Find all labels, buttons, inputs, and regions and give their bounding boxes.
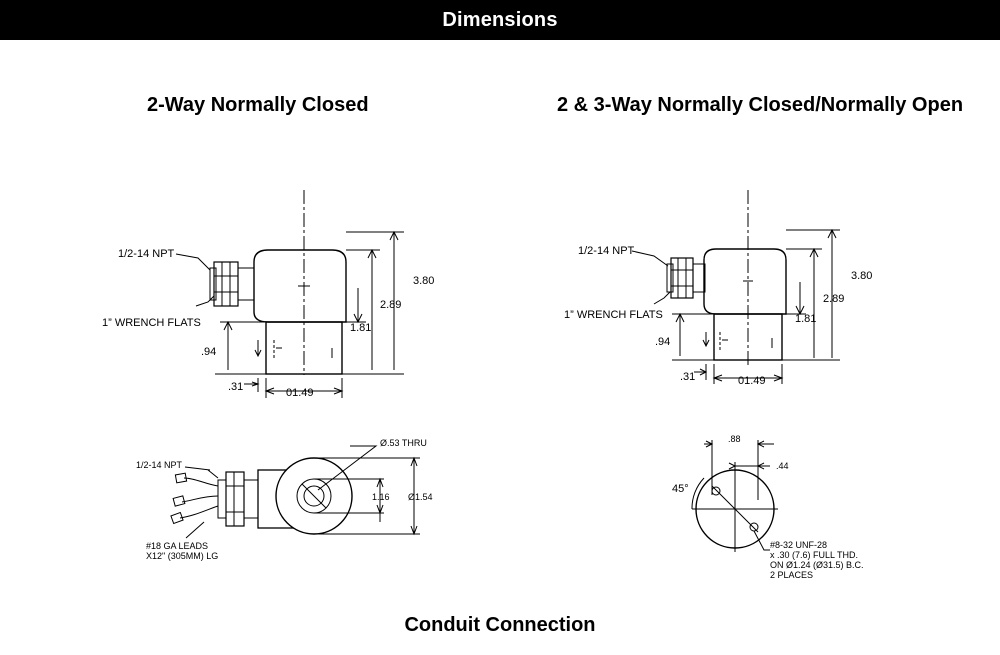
left-dim-base: 1.81 [350,322,371,334]
right-wrench-label: 1” WRENCH FLATS [564,309,663,321]
thread-line-1: #8-32 UNF-28 [770,540,827,550]
section-title-2way: 2-Way Normally Closed [147,94,369,116]
leads-label-1: #18 GA LEADS [146,541,208,551]
left-dim-overall: 3.80 [413,275,434,287]
left-dim-94: .94 [201,346,216,358]
dim-44: .44 [776,461,789,471]
left-wrench-label: 1” WRENCH FLATS [102,317,201,329]
right-dim-width: 01.49 [738,375,766,387]
top-npt-label: 1/2-14 NPT [136,460,183,470]
left-dim-31: .31 [228,381,243,393]
left-dim-width: 01.49 [286,387,314,399]
right-dim-94: .94 [655,336,670,348]
thread-line-3: ON Ø1.24 (Ø31.5) B.C. [770,560,864,570]
left-dim-body: 2.89 [380,299,401,311]
right-side-view [631,190,840,384]
thread-line-4: 2 PLACES [770,570,813,580]
section-title-conduit: Conduit Connection [404,614,596,636]
dim-88: .88 [728,434,741,444]
right-npt-label: 1/2-14 NPT [578,245,635,257]
section-title-3way: 2 & 3-Way Normally Closed/Normally Open [557,94,964,116]
page-title: Dimensions [442,8,558,31]
right-top-view [691,440,778,552]
dim-154: Ø1.54 [408,492,433,502]
thru-label: Ø.53 THRU [380,438,427,448]
left-npt-label: 1/2-14 NPT [118,248,175,260]
angle-label: 45° [672,483,689,495]
right-dim-body: 2.89 [823,293,844,305]
header-bar: Dimensions [0,0,1000,40]
leads-label-2: X12" (305MM) LG [146,551,218,561]
dim-116: 1.16 [372,492,390,502]
right-dim-overall: 3.80 [851,270,872,282]
right-dim-base: 1.81 [795,313,816,325]
right-dim-31: .31 [680,371,695,383]
left-top-view [170,445,420,539]
left-side-view [175,190,404,398]
thread-line-2: x .30 (7.6) FULL THD. [770,550,858,560]
